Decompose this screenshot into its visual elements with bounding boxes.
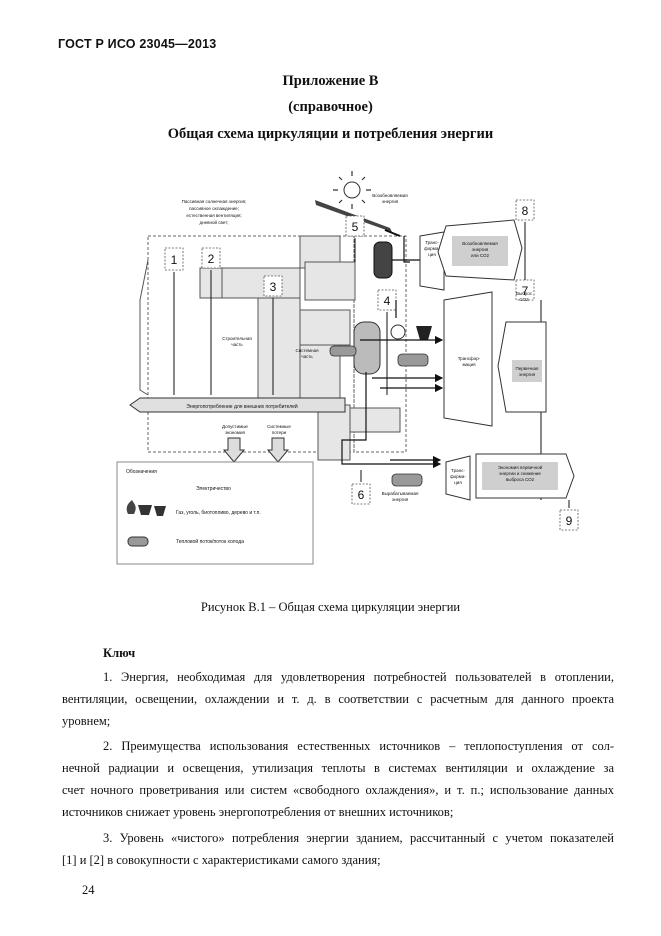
- transform-mid: [443, 291, 493, 427]
- loss-arrow-right: [266, 437, 290, 463]
- transform-bot: [445, 455, 471, 501]
- svg-text:Вырабатываемая: Вырабатываемая: [382, 491, 419, 496]
- svg-text:энергии и снижение: энергии и снижение: [499, 471, 541, 476]
- legend-cart-icon: [154, 506, 166, 516]
- paragraph-2: 2. Преимущества использования естественн…: [62, 739, 614, 819]
- num-1: 1: [171, 253, 178, 267]
- svg-text:Трансфор-: Трансфор-: [458, 356, 481, 361]
- number-labels: 1 2 3 4 5 6 7 8 9: [171, 204, 573, 528]
- pipes: [341, 236, 444, 469]
- paragraph-1: 1. Энергия, необходимая для удовлетворен…: [62, 670, 614, 728]
- legend-fuels: Газ, уголь, биотопливо, дерево и т.п.: [176, 510, 261, 516]
- svg-text:Выброс: Выброс: [516, 291, 533, 296]
- svg-text:Системные: Системные: [267, 424, 291, 429]
- transform-top: [419, 231, 445, 291]
- num-2: 2: [208, 252, 215, 266]
- svg-text:дневной свет;: дневной свет;: [199, 219, 228, 225]
- legend-heat: Тепловой поток/поток холода: [176, 538, 244, 545]
- svg-text:энергия: энергия: [392, 497, 409, 502]
- svg-text:выброса СО2: выброса СО2: [506, 477, 535, 482]
- svg-text:часть: часть: [231, 342, 243, 347]
- fan-icon: [390, 324, 406, 340]
- sun-icon: [333, 171, 371, 209]
- legend-heat-icon: [127, 536, 149, 547]
- svg-text:Допустимые: Допустимые: [222, 424, 248, 429]
- svg-text:Возобновляемая: Возобновляемая: [462, 241, 498, 246]
- svg-text:Транс-: Транс-: [451, 468, 465, 473]
- svg-text:потери: потери: [272, 430, 287, 435]
- page-number: 24: [82, 883, 95, 897]
- svg-text:пассивное охлаждение;: пассивное охлаждение;: [189, 206, 239, 211]
- appendix-title: Приложение В: [282, 73, 379, 89]
- svg-text:Системная: Системная: [295, 348, 319, 353]
- num-6: 6: [358, 488, 365, 502]
- svg-text:Строительная: Строительная: [222, 336, 252, 341]
- legend-box: [116, 461, 314, 565]
- num-8: 8: [522, 204, 529, 218]
- figure-caption: Рисунок В.1 – Общая схема циркуляции эне…: [200, 600, 461, 614]
- svg-text:естественная вентиляция;: естественная вентиляция;: [186, 213, 241, 218]
- svg-text:или СО2: или СО2: [471, 253, 490, 258]
- svg-text:форма-: форма-: [424, 246, 440, 251]
- legend-electricity: Электричество: [196, 486, 231, 492]
- key-title: Ключ: [103, 646, 136, 660]
- num-4: 4: [384, 294, 391, 308]
- svg-text:форма-: форма-: [450, 474, 466, 479]
- svg-text:часть: часть: [301, 354, 313, 359]
- svg-text:экономия: экономия: [225, 430, 245, 435]
- svg-text:энергия: энергия: [382, 199, 399, 204]
- svg-text:ция: ция: [428, 252, 436, 257]
- svg-text:Первичная: Первичная: [516, 366, 539, 371]
- num-9: 9: [566, 514, 573, 528]
- appendix-kind: (справочное): [288, 99, 373, 115]
- num-7: 7: [522, 284, 529, 298]
- num-3: 3: [270, 280, 277, 294]
- fuel-icons: [416, 326, 432, 340]
- legend-flame-icon: [126, 500, 136, 514]
- legend-coal-icon: [138, 505, 152, 515]
- num-5: 5: [352, 220, 359, 234]
- svg-text:Экономия первичной: Экономия первичной: [498, 464, 543, 470]
- svg-text:СО2: СО2: [519, 297, 529, 302]
- svg-text:Пассивная солнечная энергия;: Пассивная солнечная энергия;: [182, 199, 247, 204]
- loss-arrow-left: [222, 437, 246, 463]
- building-envelope-left: [139, 259, 149, 396]
- heat-pipes: [329, 345, 429, 487]
- storage-tank-top: [373, 241, 393, 279]
- appendix-heading: Общая схема циркуляции и потребления эне…: [167, 126, 494, 142]
- svg-text:мация: мация: [462, 362, 476, 367]
- user-demand-label: Энергопотребление для внешних потребител…: [186, 403, 298, 410]
- user-demand-arrow: [129, 397, 346, 413]
- number-boxes: [164, 199, 579, 531]
- svg-text:энергия: энергия: [472, 247, 489, 252]
- paragraph-3: 3. Уровень «чистого» потребления энергии…: [62, 831, 614, 867]
- svg-text:Транс-: Транс-: [425, 240, 439, 245]
- svg-text:Возобновляемая: Возобновляемая: [372, 193, 408, 198]
- boiler-tank: [353, 321, 381, 375]
- svg-text:энергия: энергия: [519, 372, 536, 377]
- svg-text:ция: ция: [454, 480, 462, 485]
- legend-title: Обозначения: [126, 469, 157, 475]
- document-header: ГОСТ Р ИСО 23045—2013: [58, 37, 217, 51]
